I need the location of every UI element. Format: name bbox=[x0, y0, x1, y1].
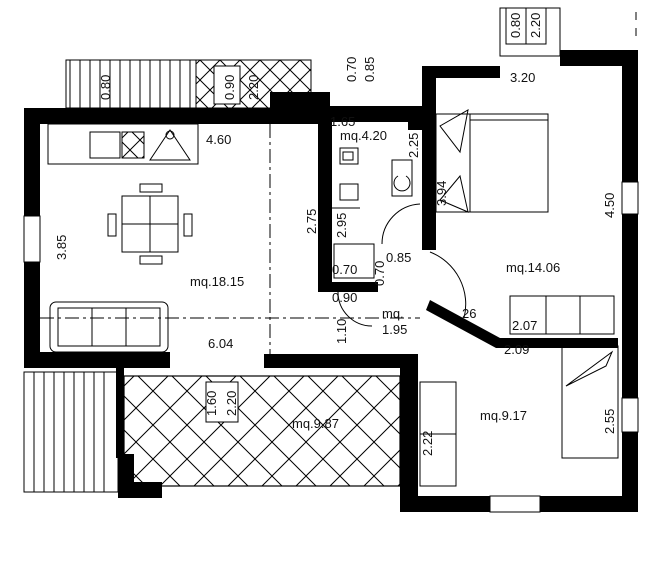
kitchen-counter bbox=[47, 123, 199, 165]
dim-bed-394: 3.94 bbox=[434, 181, 449, 206]
dim-entry-a: 0.70 bbox=[344, 57, 359, 82]
master-bed bbox=[435, 109, 549, 213]
dim-living-width: 6.04 bbox=[208, 336, 233, 351]
dim-hall-110: 1.10 bbox=[334, 319, 349, 344]
dim-kitchen-width: 4.60 bbox=[206, 132, 231, 147]
dim-door-165: 1.65 bbox=[330, 114, 355, 129]
dim-bed-width: 3.20 bbox=[510, 70, 535, 85]
dim-terrace-win-220: 2.20 bbox=[224, 391, 239, 416]
dim-bath-height: 2.25 bbox=[406, 133, 421, 158]
dim-kitchen-win-a: 0.90 bbox=[222, 75, 237, 100]
dim-entry-b: 0.85 bbox=[362, 57, 377, 82]
top-window bbox=[499, 7, 561, 57]
bath-fixtures bbox=[332, 147, 413, 279]
dim-wall-295: 2.95 bbox=[334, 213, 349, 238]
dim-top-win-a: 0.80 bbox=[508, 13, 523, 38]
room-area-living: mq.18.15 bbox=[190, 274, 244, 289]
room-area-bath: mq.4.20 bbox=[340, 128, 387, 143]
dining-table bbox=[107, 183, 193, 265]
dim-stair-width: 0.80 bbox=[98, 75, 113, 100]
dim-door-070: 0.70 bbox=[372, 261, 387, 286]
dim-terrace-win-160: 1.60 bbox=[204, 391, 219, 416]
room-area-bedroom-main: mq.14.06 bbox=[506, 260, 560, 275]
dim-door-085: 0.85 bbox=[386, 250, 411, 265]
dim-bath-070: 0.70 bbox=[332, 262, 357, 277]
dim-stair-26: 26 bbox=[462, 306, 476, 321]
bath-door-swing bbox=[381, 203, 421, 245]
dim-209: 2.09 bbox=[504, 342, 529, 357]
wardrobe bbox=[509, 295, 615, 335]
single-bed bbox=[419, 345, 619, 487]
dim-207: 2.07 bbox=[512, 318, 537, 333]
dim-top-win-b: 2.20 bbox=[528, 13, 543, 38]
dim-bed-450: 4.50 bbox=[602, 193, 617, 218]
room-label-hall: mq. bbox=[382, 306, 404, 321]
dim-kitchen-win-b: 2.20 bbox=[246, 75, 261, 100]
window-right-1 bbox=[621, 181, 639, 215]
dim-door-090: 0.90 bbox=[332, 290, 357, 305]
terrace-hatch bbox=[123, 375, 401, 487]
room-area-hall: 1.95 bbox=[382, 322, 407, 337]
terrace-window bbox=[205, 381, 239, 423]
dim-255: 2.55 bbox=[602, 409, 617, 434]
window-bottom bbox=[489, 495, 541, 513]
entry-door-swing bbox=[337, 291, 373, 327]
hall-door-swing bbox=[429, 251, 467, 319]
sofa bbox=[49, 301, 169, 353]
dim-wall-275: 2.75 bbox=[304, 209, 319, 234]
dim-222: 2.22 bbox=[420, 431, 435, 456]
bottom-stairs bbox=[23, 371, 119, 493]
walls bbox=[23, 50, 638, 512]
room-area-terrace: mq.9.87 bbox=[292, 416, 339, 431]
room-area-bedroom-small: mq.9.17 bbox=[480, 408, 527, 423]
dim-living-385: 3.85 bbox=[54, 235, 69, 260]
window-right-2 bbox=[621, 397, 639, 433]
top-stairs bbox=[65, 59, 312, 109]
